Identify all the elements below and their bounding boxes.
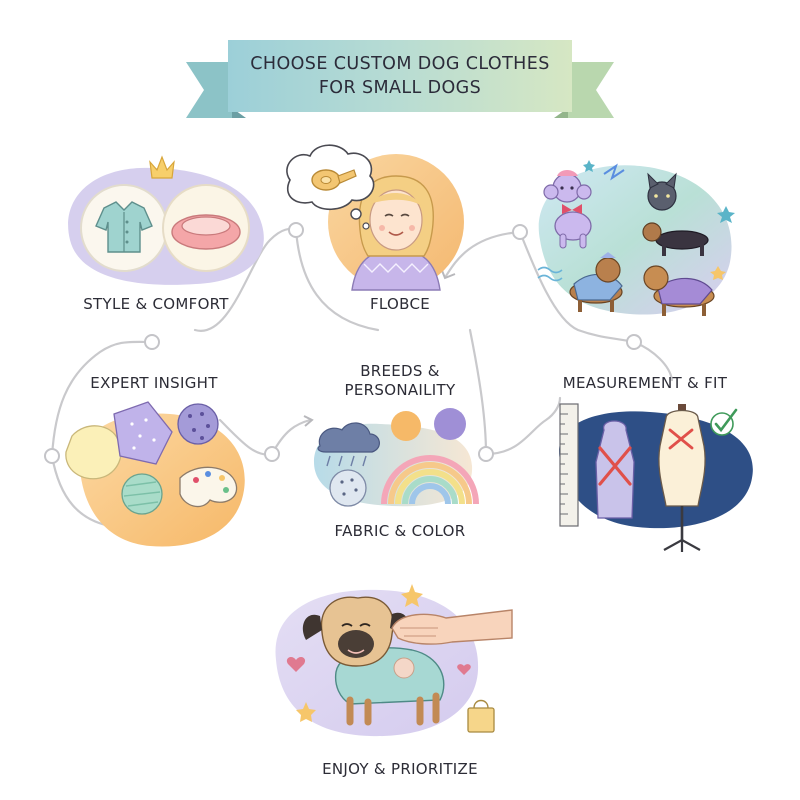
fabric-swatch-icon [113, 401, 173, 465]
label-breeds-personality: BREEDS & PERSONAILITY [320, 362, 480, 400]
label-expert-insight: EXPERT INSIGHT [90, 374, 218, 392]
dress-form-icon [595, 420, 635, 519]
label-style-comfort: STYLE & COMFORT [83, 295, 229, 313]
dachshund-icon [643, 265, 715, 316]
palette-icon [179, 466, 238, 508]
hand-icon [391, 609, 513, 645]
thought-bubble-icon [286, 144, 375, 230]
crown-icon [149, 155, 175, 179]
color-dot-icon [391, 411, 421, 441]
fabric-swatch-icon [65, 425, 122, 480]
label-flobce: FLOBCE [369, 295, 431, 313]
style-comfort-illustration [68, 155, 264, 285]
pug-icon [302, 596, 445, 726]
star-icon [710, 266, 726, 280]
poodle-icon [543, 170, 592, 249]
page-title: CHOOSE CUSTOM DOG CLOTHES FOR SMALL DOGS [228, 46, 572, 106]
fabric-swatch-icon [177, 403, 219, 445]
dress-form-icon [658, 404, 706, 552]
cat-icon [647, 172, 677, 211]
heart-icon [286, 657, 471, 675]
rainbow-icon [381, 455, 479, 505]
arrow-head-icon [303, 415, 314, 427]
dogs-group-illustration [537, 160, 735, 316]
label-breeds-line-2: PERSONAILITY [344, 381, 456, 399]
label-measurement-fit: MEASUREMENT & FIT [562, 374, 728, 392]
dachshund-icon [642, 222, 709, 256]
fabric-swatch-icon [329, 469, 367, 507]
shirt-icon [95, 201, 153, 253]
star-icon [583, 160, 735, 223]
fabric-swatch-icon [121, 473, 163, 515]
connector-nodes [44, 222, 642, 464]
label-breeds-line-1: BREEDS & [360, 362, 440, 380]
label-fabric-color: FABRIC & COLOR [334, 522, 466, 540]
dachshund-icon [569, 252, 623, 312]
label-enjoy-prioritize: ENJOY & PRIORITIZE [322, 760, 478, 778]
color-dot-icon [434, 408, 466, 440]
title-line-2: FOR SMALL DOGS [318, 78, 482, 98]
shopping-bag-icon [467, 699, 495, 733]
dog-bed-icon [171, 214, 241, 250]
lightning-icon [603, 163, 625, 181]
cloud-icon [317, 422, 380, 467]
star-icon [296, 584, 423, 722]
title-line-1: CHOOSE CUSTOM DOG CLOTHES [250, 54, 550, 74]
measuring-tape-icon [311, 169, 357, 191]
check-icon [710, 408, 738, 436]
ruler-icon [559, 403, 579, 527]
measurement-fit-illustration [559, 403, 753, 552]
wave-icon [537, 266, 563, 282]
expert-insight-illustration [65, 401, 245, 547]
ribbon-banner [186, 40, 614, 118]
fabric-color-illustration [314, 408, 479, 507]
pug-illustration [275, 584, 513, 737]
